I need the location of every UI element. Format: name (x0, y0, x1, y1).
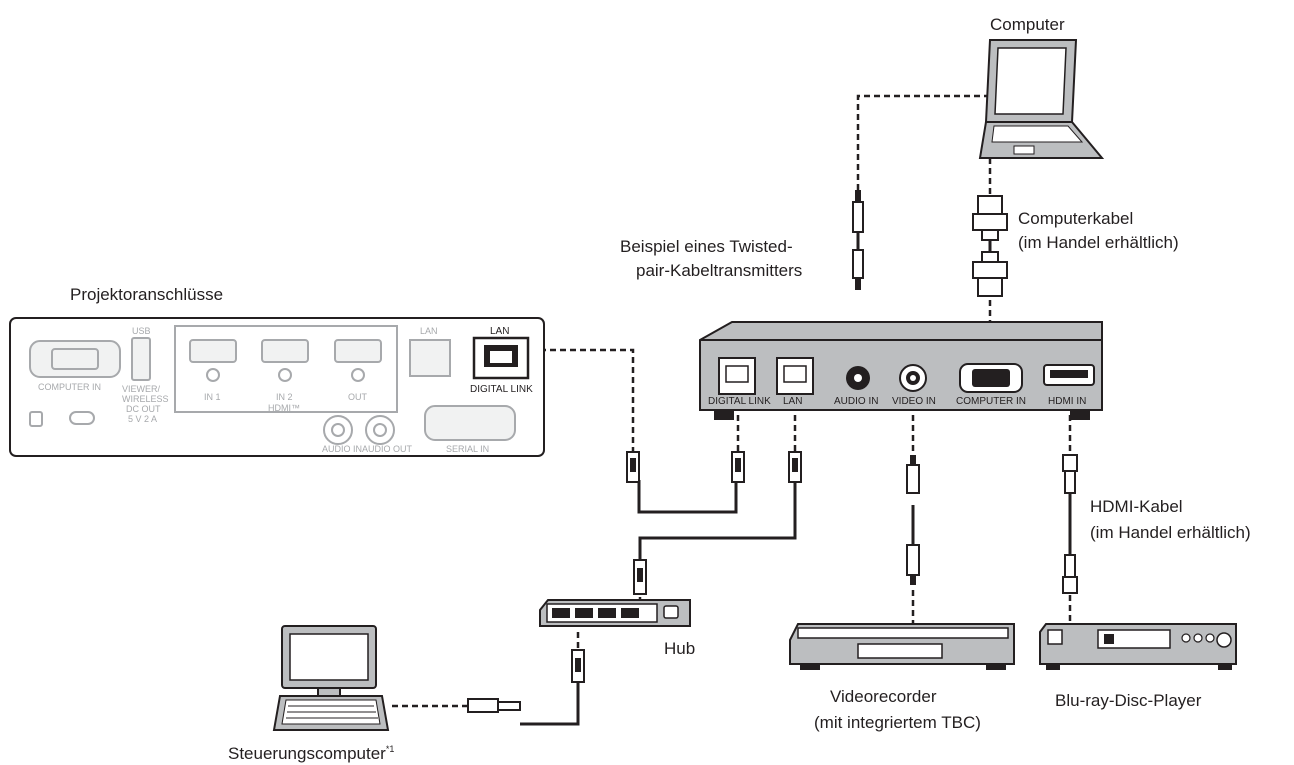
hdmi-out-label: OUT (348, 392, 368, 402)
projector-panel: COMPUTER IN USB VIEWER/ WIRELESS DC OUT … (9, 317, 545, 457)
transmitter-lan-port (776, 357, 814, 395)
projector-computer-in-label: COMPUTER IN (38, 382, 101, 392)
transmitter-audio-in-label: AUDIO IN (834, 396, 878, 407)
transmitter-label-line1: Beispiel eines Twisted- (620, 237, 793, 256)
hdmi-in2-port (261, 339, 309, 363)
rca-plug-top (906, 455, 920, 494)
bluray-label: Blu-ray-Disc-Player (1055, 691, 1202, 710)
rj45-plug-hub (633, 559, 647, 595)
transmitter-computer-in-label: COMPUTER IN (956, 396, 1026, 407)
viewer-label-3: DC OUT (126, 404, 161, 414)
serial-in-port (424, 405, 516, 441)
transmitter: DIGITAL LINK LAN AUDIO IN VIDEO IN COMPU… (699, 321, 1103, 420)
computer-cable-label-line1: Computerkabel (1018, 209, 1134, 228)
vga-plug-top (972, 195, 1008, 241)
projector-lan-port (409, 339, 451, 377)
control-computer-label: Steuerungscomputer*1 (228, 738, 394, 765)
hdmi-in1-label: IN 1 (204, 392, 221, 402)
audio-plug-top (852, 190, 864, 233)
transmitter-digital-link-port (718, 357, 756, 395)
digital-link-label: DIGITAL LINK (470, 384, 533, 395)
hdmi-cable-label-line1: HDMI-Kabel (1090, 497, 1183, 516)
rj45-plug-lan (788, 451, 802, 483)
projector-usb-label: USB (132, 326, 151, 336)
rj45-plug-projector (626, 451, 640, 483)
bluray-player-icon (1039, 623, 1237, 670)
lan-to-hub-cable (638, 480, 797, 560)
twisted-pair-cable (637, 480, 738, 514)
hdmi-plug-top (1062, 454, 1078, 494)
hub-label: Hub (664, 639, 696, 658)
projector-computer-in-port (29, 340, 121, 378)
audio-plug-bottom (852, 249, 864, 290)
cables (388, 94, 1072, 726)
rj45-plug-link (731, 451, 745, 483)
hdmi-out-port (334, 339, 382, 363)
transmitter-lan-label: LAN (783, 396, 802, 407)
projector-terminals-label: Projektoranschlüsse (70, 285, 224, 304)
viewer-label-4: 5 V 2 A (128, 414, 157, 424)
computer-cable-label-line2: (im Handel erhältlich) (1018, 233, 1179, 252)
projector-link-cable (540, 348, 635, 455)
usb-port (131, 337, 151, 381)
rca-plug-bottom (906, 544, 920, 585)
viewer-label-2: WIRELESS (122, 394, 169, 404)
projector-lan-label: LAN (420, 326, 438, 336)
laptop-icon (978, 39, 1105, 159)
transmitter-video-in-label: VIDEO IN (892, 396, 936, 407)
control-computer-icon (272, 625, 390, 731)
video-recorder-icon (789, 623, 1015, 670)
audio-cable (856, 94, 990, 290)
digital-link-lan-label: LAN (490, 326, 509, 337)
projector-audio-in-label: AUDIO IN (322, 444, 362, 454)
transmitter-digital-link-label: DIGITAL LINK (708, 396, 771, 407)
vga-plug-bottom (972, 251, 1008, 297)
hdmi-in1-port (189, 339, 237, 363)
vcr-label-line2: (mit integriertem TBC) (814, 713, 981, 732)
rj45-plug-hub-out (571, 649, 585, 683)
viewer-label-1: VIEWER/ (122, 384, 161, 394)
serial-in-label: SERIAL IN (446, 444, 489, 454)
hub-icon (539, 599, 691, 627)
projector-digital-link-port (472, 336, 530, 380)
hdmi-plug-bottom (1062, 554, 1078, 594)
projector-audio-out-label: AUDIO OUT (362, 444, 413, 454)
connectors (467, 190, 1078, 713)
control-cable-solid (520, 710, 580, 726)
transmitter-label-line2: pair-Kabeltransmitters (636, 261, 803, 280)
computer-label: Computer (990, 15, 1065, 34)
control-computer-text: Steuerungscomputer (228, 744, 386, 763)
transmitter-hdmi-in-label: HDMI IN (1048, 396, 1086, 407)
rj45-plug-control (467, 698, 521, 713)
hdmi-cable-label-line2: (im Handel erhältlich) (1090, 523, 1251, 542)
hdmi-in2-label: IN 2 (276, 392, 293, 402)
control-computer-footnote: *1 (385, 744, 395, 754)
vcr-label-line1: Videorecorder (830, 687, 937, 706)
hdmi-label: HDMI™ (268, 403, 300, 413)
